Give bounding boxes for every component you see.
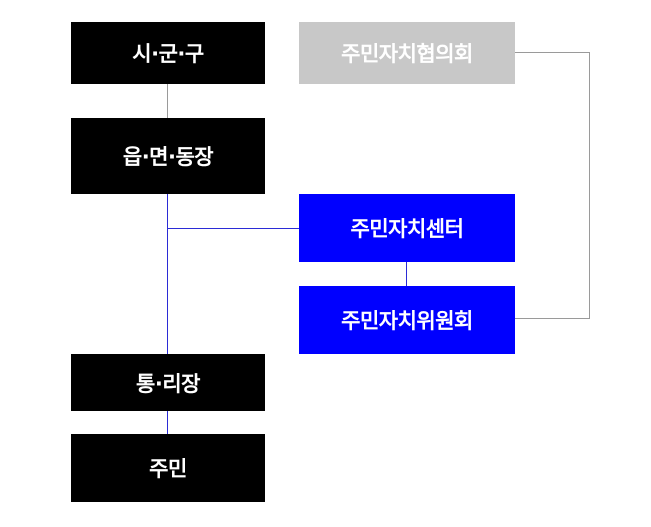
node-eupmyeondong: 읍·면·동장 [71, 118, 265, 194]
connector-tongrijang-to-jumin [167, 411, 168, 434]
connector-council-to-committee [515, 318, 590, 319]
connector-council-vertical [589, 52, 590, 319]
connector-council-right [515, 52, 589, 53]
connector-eupmyeondong-to-tongrijang [167, 194, 168, 354]
connector-sigungu-to-eupmyeondong [167, 84, 168, 118]
connector-center-to-committee [406, 262, 407, 286]
node-center: 주민자치센터 [299, 194, 515, 262]
node-sigungu: 시·군·구 [71, 22, 265, 84]
node-jumin: 주민 [71, 434, 265, 502]
node-council: 주민자치협의회 [299, 22, 515, 84]
node-tongrijang: 통·리장 [71, 354, 265, 411]
node-committee: 주민자치위원회 [299, 286, 515, 354]
connector-trunk-to-center [167, 228, 299, 229]
